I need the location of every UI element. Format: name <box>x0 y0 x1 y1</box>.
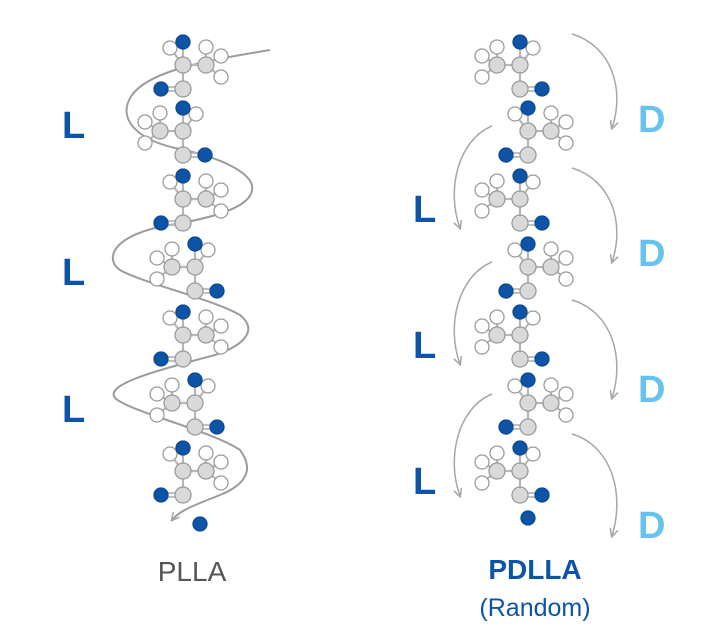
pdlla-d-arrow-4 <box>571 433 617 536</box>
pdlla-caption: PDLLA <box>488 554 582 585</box>
pdlla-repeat-unit-3 <box>473 167 551 233</box>
pdlla-end-oxygen-atom <box>520 510 536 526</box>
plla-unit-label-2: L <box>62 252 85 294</box>
pdlla-l-label-2: L <box>413 325 436 367</box>
pdlla-l-arrow-2 <box>454 261 493 364</box>
pdlla-d-label-4: D <box>638 505 665 547</box>
plla-end-oxygen-atom <box>192 516 208 532</box>
pdlla-repeat-unit-7 <box>473 439 551 505</box>
pdlla-l-label-3: L <box>413 461 436 503</box>
plla-repeat-unit-1 <box>152 33 230 99</box>
pdlla-d-arrow-1 <box>571 33 617 128</box>
plla-unit-label-3: L <box>62 389 85 431</box>
pdlla-repeat-unit-5 <box>473 303 551 369</box>
plla-repeat-unit-5 <box>152 303 230 369</box>
plla-repeat-unit-2 <box>136 99 214 165</box>
pdlla-d-label-3: D <box>638 369 665 411</box>
pdlla-d-label-2: D <box>638 233 665 275</box>
plla-unit-label-1: L <box>62 105 85 147</box>
plla-repeat-unit-7 <box>152 439 230 505</box>
pdlla-l-arrow-3 <box>454 393 493 496</box>
pdlla-l-label-1: L <box>413 189 436 231</box>
pdlla-repeat-unit-1 <box>473 33 551 99</box>
plla-repeat-unit-4 <box>148 235 226 301</box>
pdlla-chain: D D D D L L L <box>413 33 665 547</box>
plla-caption: PLLA <box>157 556 227 587</box>
pdlla-repeat-unit-4 <box>497 235 575 301</box>
plla-helix: L L L <box>62 33 271 532</box>
plla-repeat-unit-3 <box>152 167 230 233</box>
pdlla-subcaption: (Random) <box>479 594 591 622</box>
pdlla-l-arrow-1 <box>454 125 493 228</box>
pdlla-d-label-1: D <box>638 99 665 141</box>
plla-repeat-unit-6 <box>148 371 226 437</box>
pdlla-d-arrow-3 <box>571 299 617 398</box>
pdlla-d-arrow-2 <box>571 167 617 262</box>
pdlla-repeat-unit-2 <box>497 99 575 165</box>
pdlla-repeat-unit-6 <box>497 371 575 437</box>
